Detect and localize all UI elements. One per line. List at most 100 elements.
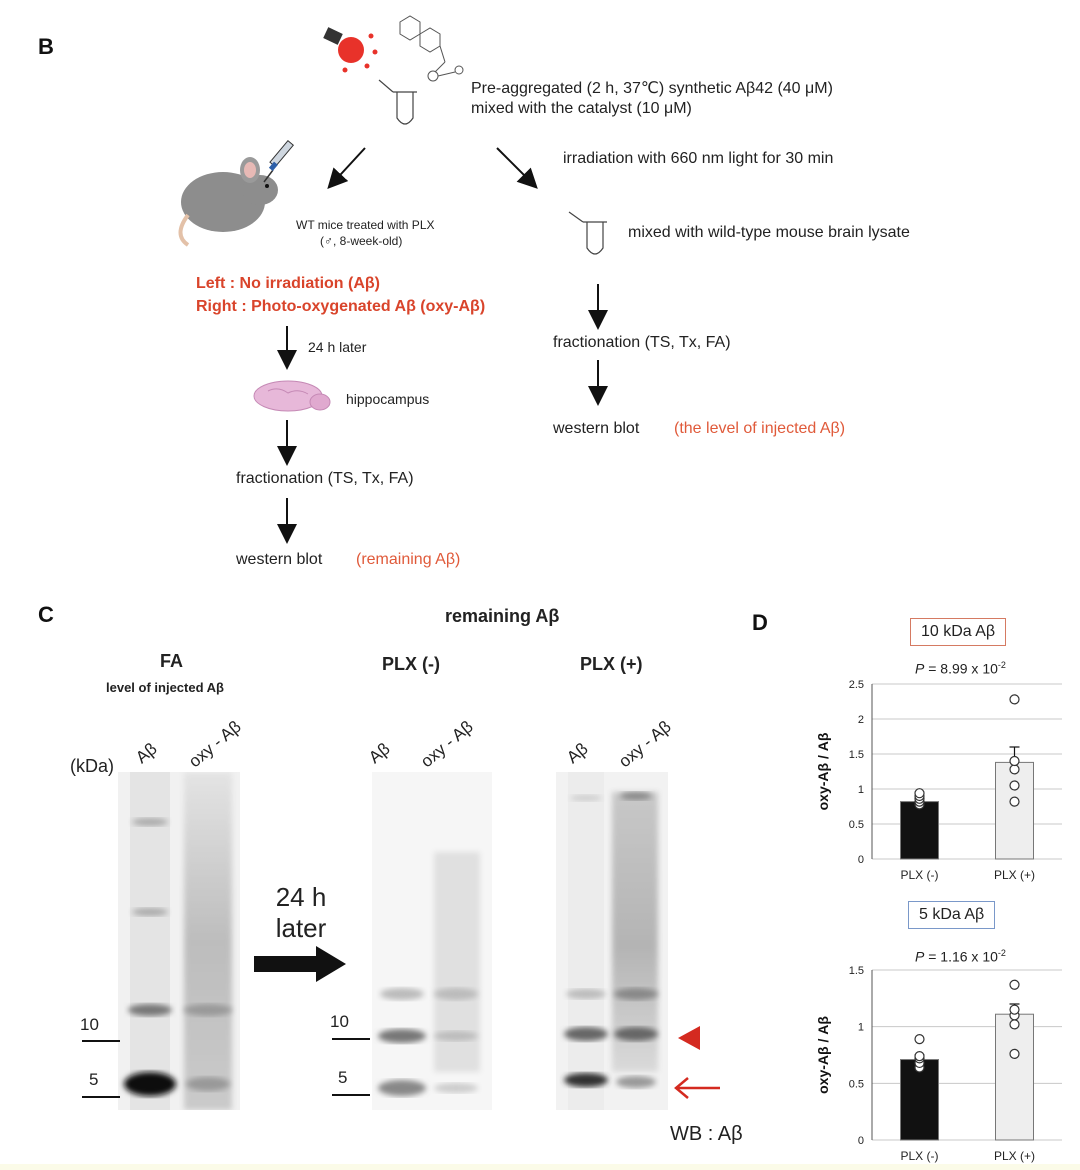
gel-fa — [118, 772, 240, 1110]
time-arrow-line1: 24 h — [275, 882, 327, 912]
p-value-text: = 8.99 x 10 — [924, 660, 998, 677]
fa-subtitle: level of injected Aβ — [106, 680, 224, 695]
band-indicators — [674, 1026, 720, 1099]
p-symbol: P — [915, 660, 925, 677]
data-point — [914, 1034, 925, 1045]
p-exponent: -2 — [997, 948, 1006, 958]
later-text: 24 h later — [308, 339, 367, 355]
tube-icon — [378, 79, 417, 125]
fractionation-left: fractionation (TS, Tx, FA) — [236, 470, 414, 487]
lysate-tube-illustration — [568, 211, 607, 255]
marker-10-label-fa: 10 — [80, 1015, 99, 1034]
data-point — [1009, 755, 1020, 767]
x-tick-label: PLX (-) — [900, 868, 938, 882]
gel-plx-minus — [372, 772, 492, 1110]
mouse-caption-line2: (♂, 8-week-old) — [320, 234, 403, 248]
y-axis-label: oxy-Aβ / Aβ — [815, 732, 831, 810]
arrow-to-lysate — [496, 147, 538, 189]
brain-illustration — [253, 380, 331, 412]
right-condition-label: Right : Photo-oxygenated Aβ (oxy-Aβ) — [196, 298, 486, 315]
panel-label-d: D — [752, 610, 768, 635]
mouse-caption-line1: WT mice treated with PLX — [296, 218, 435, 232]
data-point — [1009, 1019, 1020, 1030]
remaining-label: (remaining Aβ) — [356, 551, 461, 568]
lane-label-ab-plx-plus: Aβ — [563, 739, 592, 768]
p-value-10kda: P = 8.99 x 10-2 — [915, 660, 1006, 677]
lane-label-oxy-fa: oxy - Aβ — [185, 716, 245, 772]
mix-description-line1: Pre-aggregated (2 h, 37℃) synthetic Aβ42… — [471, 80, 833, 97]
bottom-strip — [0, 1164, 1080, 1170]
chart-title-10kda: 10 kDa Aβ — [910, 618, 1007, 646]
time-arrow-line2: later — [275, 913, 327, 943]
bar-chart-5kda: 0 0.5 1 1.5 oxy-Aβ / Aβ PLX (-) PLX (+) — [815, 966, 1062, 1163]
mouse-icon — [178, 157, 278, 247]
lane-label-ab-plx-minus: Aβ — [365, 739, 394, 768]
hippocampus-text: hippocampus — [346, 391, 430, 407]
syringe-icon — [263, 140, 295, 183]
marker-5-label-fa: 5 — [89, 1070, 99, 1089]
p-symbol: P — [915, 948, 925, 965]
kda-label: (kDa) — [70, 756, 114, 776]
x-tick-label: PLX (+) — [994, 1149, 1035, 1163]
data-point — [1009, 764, 1020, 775]
x-tick-label: PLX (-) — [900, 1149, 938, 1163]
time-arrow-label: 24 h later — [266, 882, 336, 944]
injected-level-label: (the level of injected Aβ) — [674, 420, 846, 437]
p-value-5kda: P = 1.16 x 10-2 — [915, 948, 1006, 965]
plx-plus-title: PLX (+) — [580, 654, 643, 674]
y-tick-label: 1.5 — [849, 966, 864, 977]
plx-minus-title: PLX (-) — [382, 654, 440, 674]
y-tick-label: 0.5 — [849, 1078, 864, 1090]
fa-title: FA — [160, 651, 184, 671]
reaction-illustration — [323, 15, 464, 125]
flow-arrows — [277, 147, 608, 544]
y-tick-label: 0 — [858, 1135, 864, 1147]
bar — [900, 1059, 939, 1141]
western-blot-left: western blot — [236, 551, 323, 568]
y-tick-label: 2.5 — [849, 680, 864, 691]
chart-title-5kda: 5 kDa Aβ — [908, 901, 996, 929]
time-arrow-icon — [254, 946, 346, 982]
marker-5-label-plx: 5 — [338, 1068, 348, 1087]
y-tick-label: 1 — [858, 784, 864, 796]
bar — [995, 1013, 1034, 1141]
mouse-illustration — [178, 140, 295, 247]
marker-lines — [82, 1038, 370, 1098]
marker-10-label-plx: 10 — [330, 1012, 349, 1031]
data-point — [1009, 979, 1020, 990]
data-point — [1009, 1048, 1020, 1059]
x-tick-label: PLX (+) — [994, 868, 1035, 882]
p-exponent: -2 — [997, 660, 1006, 670]
tube-icon — [568, 211, 607, 255]
catalyst-molecule-icon — [399, 15, 464, 82]
arrowhead-10kda-icon — [678, 1026, 700, 1050]
p-value-text: = 1.16 x 10 — [924, 948, 998, 965]
y-axis-label: oxy-Aβ / Aβ — [815, 1016, 831, 1094]
data-point — [1009, 780, 1020, 791]
lane-label-oxy-plx-plus: oxy - Aβ — [615, 716, 675, 772]
lane-label-ab-fa: Aβ — [132, 739, 161, 768]
bar — [900, 801, 939, 860]
fractionation-right: fractionation (TS, Tx, FA) — [553, 334, 731, 351]
wb-label: WB : Aβ — [670, 1123, 743, 1145]
irradiation-text: irradiation with 660 nm light for 30 min — [563, 150, 834, 167]
y-tick-label: 1 — [858, 1022, 864, 1034]
light-bulb-icon — [323, 27, 378, 73]
panel-label-b: B — [38, 34, 54, 59]
y-tick-label: 2 — [858, 714, 864, 726]
lane-label-oxy-plx-minus: oxy - Aβ — [417, 716, 477, 772]
remaining-title: remaining Aβ — [445, 606, 560, 626]
data-point — [1009, 694, 1020, 705]
brain-icon — [253, 380, 331, 412]
lysate-text: mixed with wild-type mouse brain lysate — [628, 224, 910, 241]
western-blot-right: western blot — [553, 420, 640, 437]
data-point — [1009, 796, 1020, 807]
arrow-to-mouse — [327, 147, 366, 189]
data-point — [914, 788, 925, 799]
data-point — [914, 1051, 925, 1062]
data-point — [1009, 1004, 1020, 1015]
y-tick-label: 1.5 — [849, 749, 864, 761]
gel-plx-plus — [556, 772, 668, 1110]
y-tick-label: 0 — [858, 854, 864, 866]
